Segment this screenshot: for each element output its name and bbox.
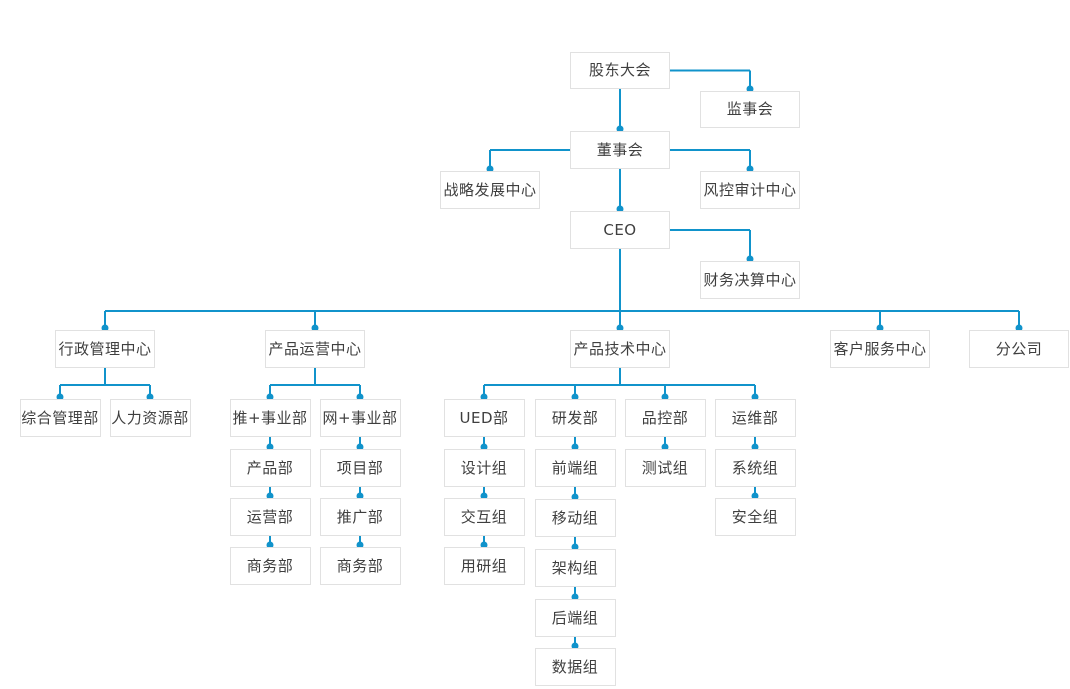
org-node-shareholders-meeting: 股东大会 <box>570 52 670 89</box>
org-node-ued-dept: UED部 <box>443 399 525 437</box>
org-node-product-tech-center: 产品技术中心 <box>570 330 670 368</box>
org-node-finance-settlement-center: 财务决算中心 <box>700 261 800 299</box>
org-node-product-dept: 产品部 <box>229 449 311 487</box>
org-node-promotion-dept: 推广部 <box>319 498 401 536</box>
org-node-supervisory-board: 监事会 <box>700 91 800 128</box>
org-node-admin-management-center: 行政管理中心 <box>55 330 155 368</box>
org-node-data-group: 数据组 <box>534 648 616 686</box>
org-node-qc-dept: 品控部 <box>624 399 706 437</box>
org-node-business-dept-wang: 商务部 <box>319 547 401 585</box>
org-node-risk-audit-center: 风控审计中心 <box>700 171 800 209</box>
org-node-system-group: 系统组 <box>714 449 796 487</box>
org-node-tui-plus-division: 推+事业部 <box>229 399 311 437</box>
org-node-design-group: 设计组 <box>443 449 525 487</box>
org-node-board-of-directors: 董事会 <box>570 131 670 169</box>
org-node-business-dept-tui: 商务部 <box>229 547 311 585</box>
org-node-user-research-group: 用研组 <box>443 547 525 585</box>
org-node-backend-group: 后端组 <box>534 599 616 637</box>
org-node-security-group: 安全组 <box>714 498 796 536</box>
org-node-ceo: CEO <box>570 211 670 249</box>
org-node-branch-company: 分公司 <box>969 330 1069 368</box>
org-node-strategy-development-center: 战略发展中心 <box>440 171 540 209</box>
org-node-test-group: 测试组 <box>624 449 706 487</box>
org-node-project-dept: 项目部 <box>319 449 401 487</box>
org-node-product-ops-center: 产品运营中心 <box>265 330 365 368</box>
org-node-frontend-group: 前端组 <box>534 449 616 487</box>
org-node-general-management-dept: 综合管理部 <box>19 399 101 437</box>
org-node-architecture-group: 架构组 <box>534 549 616 587</box>
org-node-interaction-group: 交互组 <box>443 498 525 536</box>
org-node-operations-dept: 运营部 <box>229 498 311 536</box>
org-node-om-dept: 运维部 <box>714 399 796 437</box>
org-node-mobile-group: 移动组 <box>534 499 616 537</box>
org-node-hr-dept: 人力资源部 <box>109 399 191 437</box>
org-node-wang-plus-division: 网+事业部 <box>319 399 401 437</box>
org-node-customer-service-center: 客户服务中心 <box>830 330 930 368</box>
org-node-rd-dept: 研发部 <box>534 399 616 437</box>
